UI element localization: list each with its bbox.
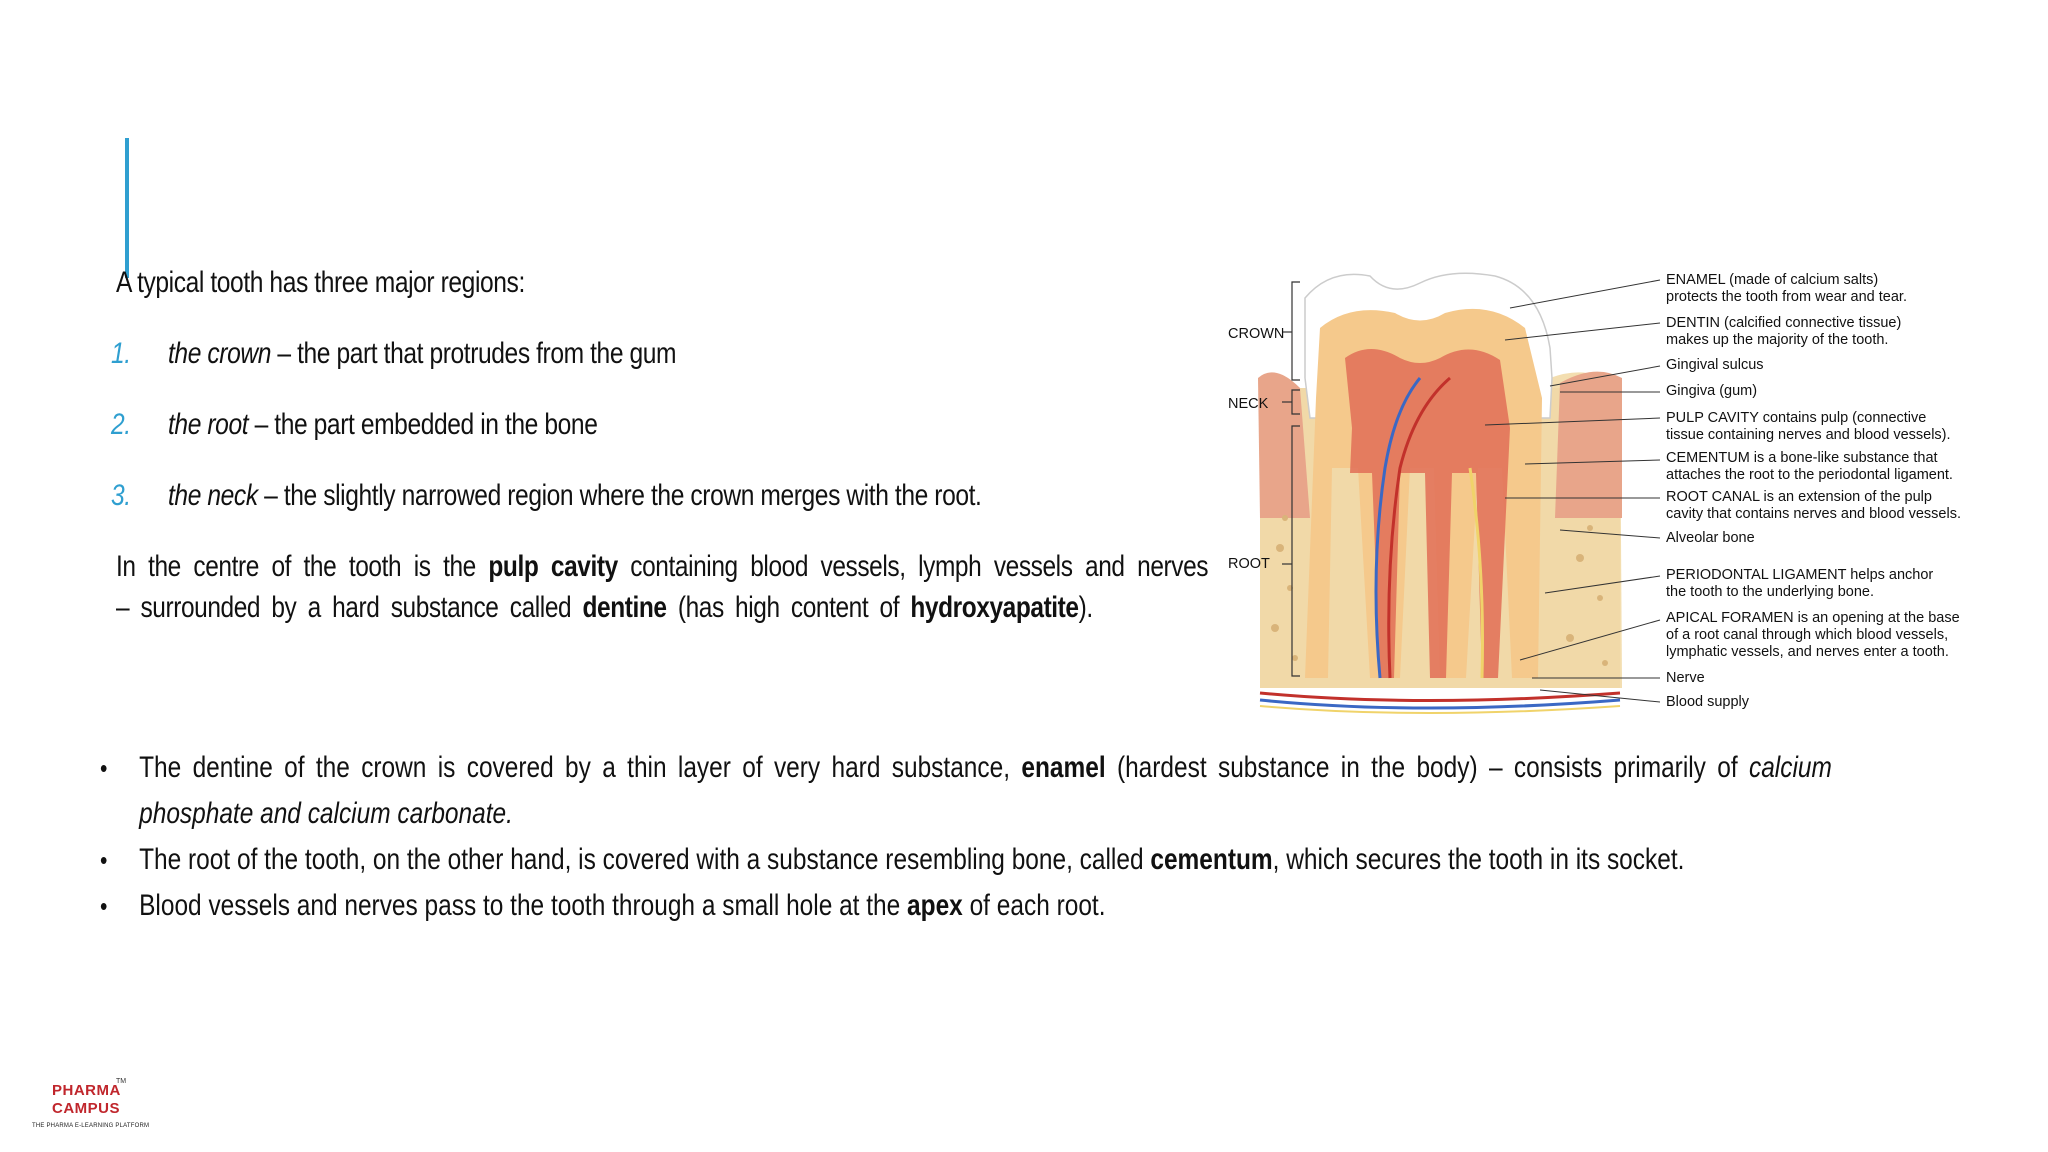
label-dentin: DENTIN (calcified connective tissue)make… [1666,315,1902,348]
label-gingiva: Gingiva (gum) [1666,383,1758,399]
label-neck: NECK [1228,396,1269,412]
region-description: – the part that protrudes from the gum [270,337,677,370]
label-crown: CROWN [1228,326,1285,342]
region-item-root: 2. the root – the part embedded in the b… [111,404,1211,445]
term-pulp-cavity: pulp cavity [488,550,618,583]
paragraph-text: containing blood vessels, lymph vessels … [116,550,1209,624]
paragraph-text: (has high content of [666,591,911,624]
bullet-item-cementum: •The root of the tooth, on the other han… [100,837,1832,883]
region-item-crown: 1. the crown – the part that protrudes f… [111,333,1211,374]
bullet-dot: • [100,753,108,783]
bullet-item-apex: •Blood vessels and nerves pass to the to… [100,883,1832,929]
region-number: 2. [111,408,131,441]
slide-body: A typical tooth has three major regions:… [111,262,1211,658]
region-description: – the slightly narrowed region where the… [257,479,982,512]
label-apical-foramen: APICAL FORAMEN is an opening at the base… [1666,610,1960,660]
term-apex: apex [907,889,963,922]
bullet-list: •The dentine of the crown is covered by … [100,745,1832,929]
paragraph-text: ). [1078,591,1094,624]
logo-line-1: PHARMA [52,1082,121,1099]
intro-text: A typical tooth has three major regions: [116,266,525,299]
title-accent-bar [125,138,129,278]
term-dentine: dentine [582,591,667,624]
pharma-campus-logo: TM PHARMA CAMPUS THE PHARMA E-LEARNING P… [32,1078,152,1138]
region-term: the neck [168,479,258,512]
term-calcium-compounds: calcium phosphate and calcium carbonate. [139,751,1832,830]
term-enamel: enamel [1021,751,1106,784]
tooth-illustration [1258,272,1661,714]
region-term: the crown [168,337,271,370]
region-number: 1. [111,337,131,370]
label-gingival-sulcus: Gingival sulcus [1666,357,1764,373]
bullet-dot: • [100,845,108,875]
term-cementum: cementum [1150,843,1273,876]
logo-tagline: THE PHARMA E-LEARNING PLATFORM [32,1123,150,1129]
label-blood-supply: Blood supply [1666,694,1750,710]
tooth-anatomy-diagram: CROWN NECK ROOT ENAMEL (made of calcium … [1220,268,2000,718]
region-description: – the part embedded in the bone [248,408,598,441]
logo-trademark: TM [116,1078,127,1085]
region-number: 3. [111,479,131,512]
label-nerve: Nerve [1666,670,1705,686]
logo-line-2: CAMPUS [52,1100,121,1117]
term-hydroxyapatite: hydroxyapatite [910,591,1079,624]
label-alveolar-bone: Alveolar bone [1666,530,1755,546]
label-root: ROOT [1228,556,1270,572]
label-enamel: ENAMEL (made of calcium salts)protects t… [1666,272,1907,305]
bullet-dot: • [100,891,108,921]
bullet-item-enamel: •The dentine of the crown is covered by … [100,745,1832,837]
pulp-paragraph: In the centre of the tooth is the pulp c… [116,546,1209,628]
region-term: the root [168,408,249,441]
region-item-neck: 3. the neck – the slightly narrowed regi… [111,475,1211,516]
paragraph-text: In the centre of the tooth is the [116,550,489,583]
